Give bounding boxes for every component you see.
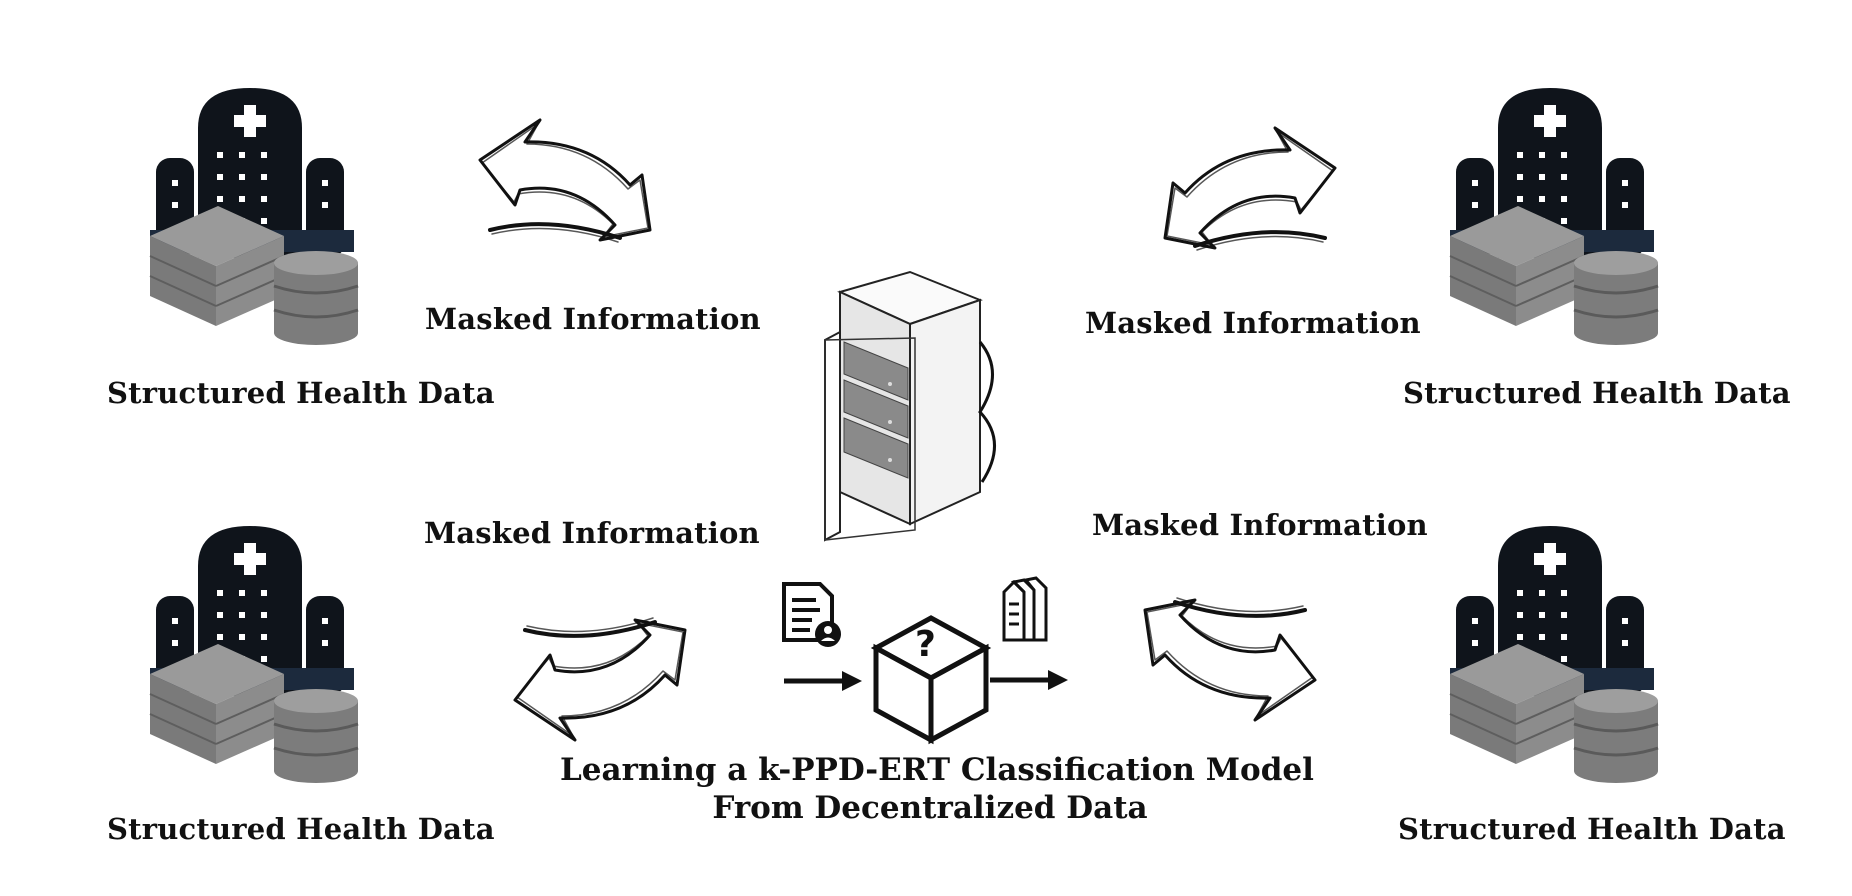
- site-top-left: [148, 86, 360, 347]
- exchange-label-top-left: Masked Information: [425, 302, 761, 336]
- output-arrow-icon: [990, 670, 1068, 690]
- site-top-right: [1448, 86, 1660, 347]
- exchange-label-top-right: Masked Information: [1085, 306, 1421, 340]
- input-arrow-icon: [784, 671, 862, 691]
- site-label-top-right: Structured Health Data: [1403, 376, 1791, 410]
- site-label-bottom-right: Structured Health Data: [1398, 812, 1786, 846]
- site-label-bottom-left: Structured Health Data: [107, 812, 495, 846]
- site-bottom-right: [1448, 524, 1660, 785]
- model-caption-line-1: Learning a k-PPD-ERT Classification Mode…: [560, 752, 1314, 788]
- bidirectional-arrow-icon: [1163, 126, 1337, 252]
- model-box-symbol: ?: [915, 624, 937, 665]
- site-label-top-left: Structured Health Data: [107, 376, 495, 410]
- site-bottom-left: [148, 524, 360, 785]
- model-box-icon: [870, 615, 992, 745]
- server-rack-icon: [824, 270, 996, 542]
- patient-document-icon: [782, 582, 841, 647]
- bidirectional-arrow-icon: [513, 616, 687, 742]
- model-caption: Learning a k-PPD-ERT Classification Mode…: [560, 752, 1314, 826]
- bidirectional-arrow-icon: [1143, 596, 1317, 722]
- model-caption-line-2: From Decentralized Data: [712, 790, 1148, 826]
- bidirectional-arrow-icon: [478, 118, 652, 244]
- documents-stack-icon: [1002, 576, 1048, 642]
- exchange-label-bottom-left: Masked Information: [424, 516, 760, 550]
- exchange-label-bottom-right: Masked Information: [1092, 508, 1428, 542]
